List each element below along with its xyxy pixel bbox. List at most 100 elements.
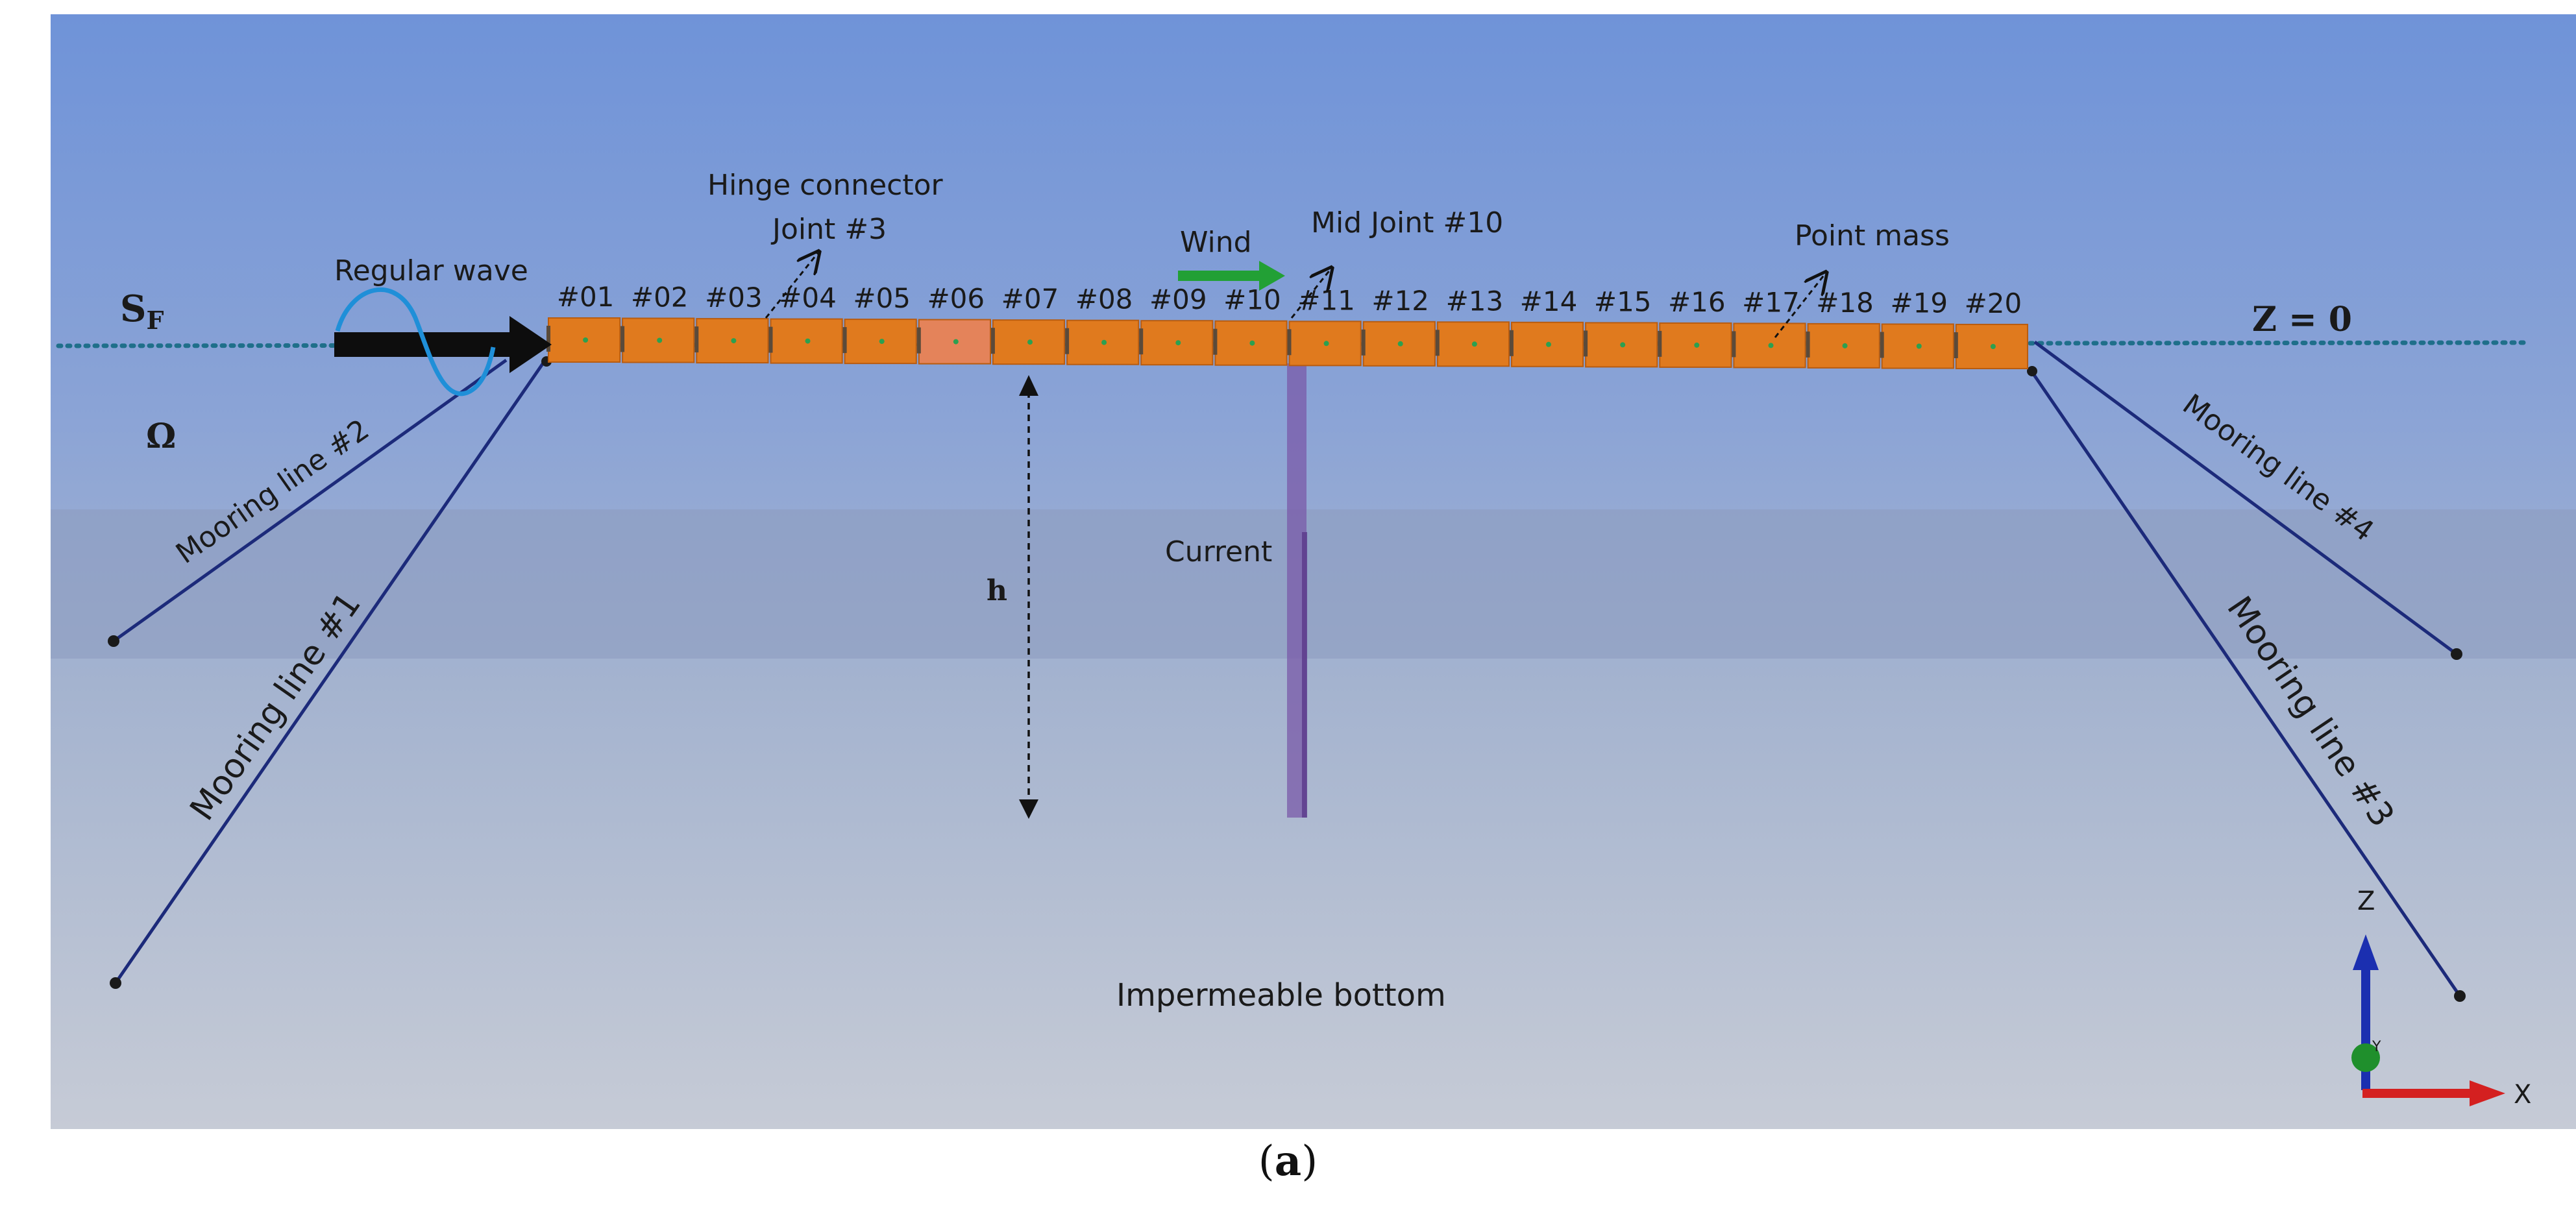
segment-labels: #01#02#03#04#05#06#07#08#09#10#11#12#13#… — [557, 281, 2022, 319]
hinge-connector — [1287, 329, 1292, 356]
figure-caption: (a) — [0, 1137, 2576, 1186]
deep-water-band — [51, 509, 2576, 659]
segment-label: #12 — [1371, 285, 1429, 317]
mid-joint-label: Mid Joint #10 — [1311, 206, 1503, 239]
hinge-connector — [1065, 328, 1070, 354]
segment-label: #10 — [1223, 284, 1281, 316]
segment-point-mass — [1768, 343, 1774, 348]
hinge-connector — [916, 327, 921, 354]
regular-wave-label: Regular wave — [334, 254, 528, 287]
anchor-2 — [108, 635, 119, 647]
mooring-line-3 — [2030, 370, 2462, 997]
impermeable-bottom-label: Impermeable bottom — [1116, 977, 1446, 1014]
floating-body — [546, 317, 2029, 369]
hinge-connector — [1880, 332, 1884, 358]
axis-y-label: Y — [2372, 1039, 2381, 1055]
free-surface-symbol-main: S — [120, 287, 146, 330]
segment-label: #02 — [631, 282, 689, 313]
segment-point-mass — [805, 338, 811, 344]
hinge-connector — [620, 326, 625, 352]
segment-point-mass — [1027, 339, 1033, 345]
segment-point-mass — [1916, 343, 1922, 349]
wave-arrow-icon — [334, 287, 552, 396]
segment-label: #07 — [1001, 283, 1059, 315]
segment-label: #14 — [1520, 286, 1578, 317]
joint-3-label: Joint #3 — [770, 213, 887, 246]
segment-label: #18 — [1816, 287, 1874, 319]
segment-point-mass — [1620, 342, 1626, 348]
hinge-connector — [1509, 330, 1514, 356]
segment-label: #04 — [779, 282, 837, 314]
segment-label: #03 — [705, 282, 763, 313]
hinge-connector — [1954, 332, 1958, 358]
hinge-connector — [1584, 330, 1588, 357]
segment-point-mass — [1842, 343, 1848, 348]
depth-arrow-head-bottom — [1019, 799, 1038, 819]
hinge-connector-label: Hinge connector — [707, 169, 944, 202]
axis-z-head — [2353, 934, 2379, 970]
axis-x-head — [2470, 1080, 2505, 1106]
wind-arrow-shape — [1178, 261, 1285, 291]
segment-point-mass — [1323, 341, 1329, 347]
segment-label: #08 — [1075, 284, 1133, 315]
segment-point-mass — [1990, 344, 1996, 349]
floating-segment — [844, 319, 917, 365]
hinge-connector — [1139, 328, 1144, 355]
current-label: Current — [1165, 535, 1272, 568]
segment-point-mass — [583, 337, 589, 343]
segment-label: #20 — [1965, 287, 2022, 319]
segment-point-mass — [1175, 340, 1181, 346]
anchor-3 — [2454, 990, 2466, 1002]
hinge-connector — [1361, 329, 1366, 356]
depth-label: h — [987, 574, 1007, 607]
hinge-connector — [1213, 328, 1218, 355]
segment-label: #05 — [853, 282, 911, 314]
segment-point-mass — [657, 337, 663, 343]
segment-point-mass — [1694, 342, 1700, 348]
point-mass-pointer — [1774, 274, 1825, 338]
mooring-lines — [112, 340, 2462, 997]
segment-label: #06 — [927, 283, 985, 315]
hinge-connector — [1658, 330, 1662, 357]
segment-label: #13 — [1446, 285, 1504, 317]
caption-open: ( — [1258, 1137, 1275, 1186]
wave-arrow-shaft — [334, 316, 552, 373]
free-surface-symbol: SF — [120, 287, 164, 335]
caption-letter: a — [1274, 1137, 1302, 1186]
anchor-4 — [2451, 648, 2462, 660]
segment-point-mass — [731, 338, 737, 344]
axis-z-label: Z — [2357, 886, 2375, 916]
free-surface-symbol-sub: F — [146, 306, 164, 335]
segment-label: #15 — [1594, 286, 1652, 317]
hinge-connector — [842, 327, 847, 354]
depth-arrow-head-top — [1019, 375, 1038, 396]
hinge-connector — [1806, 331, 1810, 358]
wind-arrow-icon — [1178, 261, 1285, 291]
segment-point-mass — [879, 339, 885, 345]
caption-close: ) — [1301, 1137, 1318, 1186]
current-column-edge — [1302, 532, 1307, 818]
wind-label: Wind — [1180, 226, 1252, 259]
axis-x-label: X — [2514, 1080, 2531, 1110]
hinge-connector — [990, 328, 995, 354]
hinge-connector — [1732, 331, 1736, 358]
hinge-connector — [546, 326, 550, 352]
segment-point-mass — [1249, 340, 1255, 346]
mid-joint-pointer — [1290, 269, 1331, 319]
segment-label: #16 — [1668, 286, 1726, 318]
hinge-connector — [1435, 330, 1440, 356]
hinge-connector — [768, 326, 773, 353]
point-mass-label: Point mass — [1795, 219, 1950, 252]
hinge-connector — [694, 326, 699, 353]
segment-label: #09 — [1149, 284, 1207, 315]
segment-point-mass — [1101, 339, 1107, 345]
z-zero-label: Z = 0 — [2252, 300, 2352, 339]
regular-wave-curve — [335, 287, 496, 396]
segment-point-mass — [1546, 341, 1551, 347]
anchor-1 — [110, 977, 121, 989]
segment-label: #19 — [1890, 287, 1948, 319]
omega-label: Ω — [146, 417, 176, 456]
segment-point-mass — [1471, 341, 1477, 347]
hinge-pointer — [765, 253, 818, 319]
